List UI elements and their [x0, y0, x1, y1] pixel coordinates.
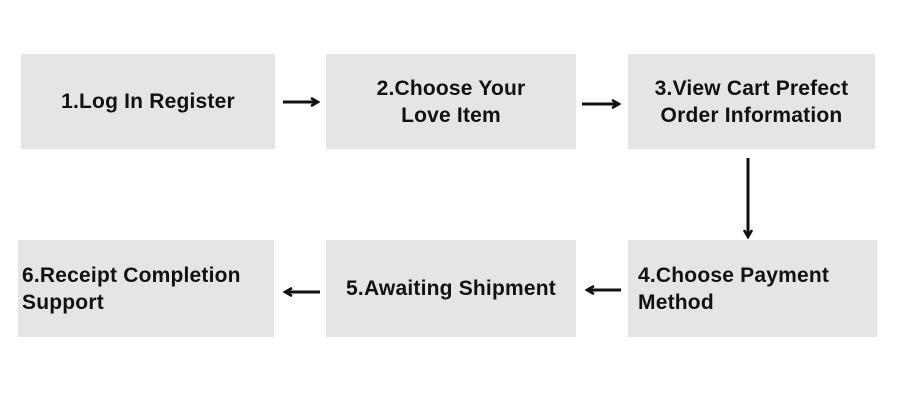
step-label: 2.Choose Your Love Item [376, 76, 526, 127]
step-label: 3.View Cart Prefect Order Information [654, 76, 849, 127]
step-box-view-cart: 3.View Cart Prefect Order Information [628, 54, 875, 149]
step-box-log-in-register: 1.Log In Register [21, 54, 275, 149]
step-label: 4.Choose Payment Method [638, 263, 830, 314]
step-label: 1.Log In Register [61, 90, 235, 113]
step-box-choose-love-item: 2.Choose Your Love Item [326, 54, 576, 149]
step-box-awaiting-shipment: 5.Awaiting Shipment [326, 240, 576, 337]
step-box-receipt-completion: 6.Receipt Completion Support [18, 240, 274, 337]
step-label: 5.Awaiting Shipment [346, 277, 556, 300]
step-box-choose-payment: 4.Choose Payment Method [628, 240, 877, 337]
step-label: 6.Receipt Completion Support [22, 263, 241, 314]
